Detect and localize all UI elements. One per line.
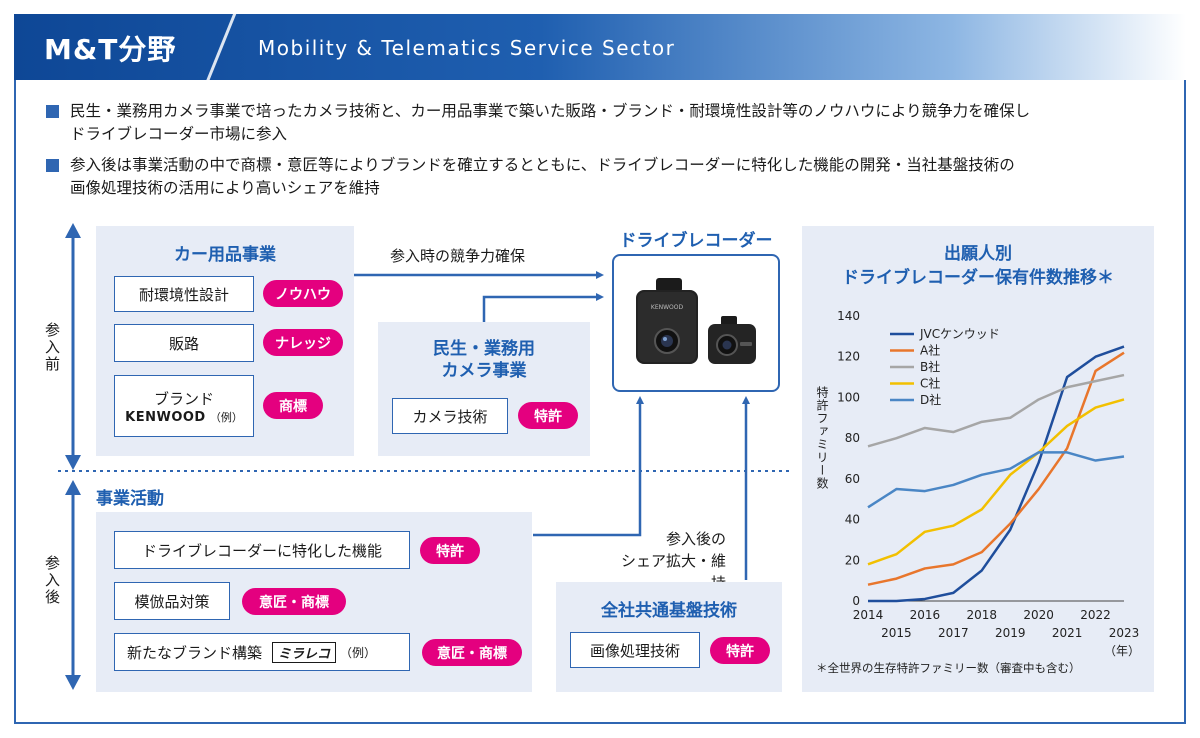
- x-tick-label: 2014: [853, 608, 884, 622]
- tag-badge: 特許: [420, 537, 480, 564]
- y-tick-label: 80: [845, 431, 860, 445]
- line-chart: 0 20 40 60 80 100 120 140 2014 2016 2018 2020 2022 20…: [815, 309, 1140, 675]
- car-goods-panel: カー用品事業 耐環境性設計 ノウハウ 販路 ナレッジ ブランド KENWOOD …: [96, 226, 354, 456]
- panel-title: カー用品事業: [174, 245, 276, 265]
- x-unit-label: （年）: [1104, 644, 1140, 658]
- item-box-brand: ブランド KENWOOD （例）: [114, 375, 254, 437]
- tag-badge: ノウハウ: [263, 280, 343, 307]
- axis-label-before: 参入前: [43, 322, 61, 373]
- x-tick-label: 2019: [995, 626, 1026, 640]
- x-tick-label: 2023: [1109, 626, 1140, 640]
- arrow-note-entry: 参入時の競争力確保: [390, 247, 526, 265]
- business-panel: ドライブレコーダーに特化した機能 特許 模倣品対策 意匠・商標 新たなブランド構…: [96, 512, 532, 692]
- camera-business-panel: 民生・業務用 カメラ事業 カメラ技術 特許: [378, 322, 590, 456]
- axis-label-after: 参入後: [43, 555, 61, 606]
- y-tick-label: 0: [852, 594, 860, 608]
- chart-panel: 出願人別 ドライブレコーダー保有件数推移＊ 0 20 40 60 80 100 120 140…: [802, 226, 1154, 692]
- panel-title: カメラ事業: [441, 361, 527, 381]
- legend-label: JVCケンウッド: [919, 327, 1000, 341]
- y-tick-label: 60: [845, 472, 860, 486]
- series-line: [867, 373, 1125, 448]
- dashcam-product-box: KENWOOD: [612, 254, 780, 392]
- example-note: （例）: [209, 410, 243, 424]
- x-tick-label: 2018: [967, 608, 998, 622]
- item-box: カメラ技術: [392, 398, 508, 434]
- arrow-camera-to-dashcam: [482, 293, 604, 322]
- item-box: 耐環境性設計: [114, 276, 254, 312]
- item-box: ドライブレコーダーに特化した機能: [114, 531, 410, 569]
- arrow-note-after: 参入後の シェア拡大・維持: [620, 530, 726, 592]
- x-tick-label: 2022: [1080, 608, 1111, 622]
- y-tick-label: 20: [845, 553, 860, 567]
- series-line: [867, 398, 1125, 566]
- miraleco-logo: ミラレコ: [272, 641, 337, 663]
- business-title: 事業活動: [96, 489, 164, 509]
- example-note: （例）: [340, 645, 377, 660]
- page-title: M&T分野: [44, 33, 177, 66]
- y-tick-label: 100: [837, 390, 860, 404]
- device-brand-text: KENWOOD: [651, 304, 684, 311]
- legend-label: C社: [920, 376, 940, 391]
- kenwood-logo: KENWOOD: [125, 409, 206, 425]
- series-line: [868, 345, 1125, 603]
- chart-footnote: ＊全世界の生存特許ファミリー数（審査中も含む）: [816, 661, 1081, 675]
- y-tick-label: 120: [837, 350, 860, 364]
- y-axis-label: 特許ファミリー数: [815, 385, 829, 490]
- item-box: 画像処理技術: [570, 632, 700, 668]
- item-box: 販路: [114, 324, 254, 362]
- x-tick-label: 2021: [1052, 626, 1083, 640]
- y-tick-label: 40: [845, 513, 860, 527]
- dashcam-illustration: KENWOOD: [636, 278, 756, 364]
- bullet-square-icon: [46, 105, 59, 118]
- series-line: [867, 451, 1125, 509]
- legend-label: D社: [920, 392, 941, 407]
- chart-title: 出願人別: [944, 244, 1012, 264]
- common-tech-panel: 全社共通基盤技術 画像処理技術 特許: [556, 582, 782, 692]
- tag-badge: 意匠・商標: [242, 588, 346, 615]
- axis-before-arrow: [65, 223, 81, 470]
- item-box: 模倣品対策: [114, 582, 230, 620]
- tag-badge: 商標: [263, 392, 323, 419]
- x-tick-label: 2015: [881, 626, 912, 640]
- series-line: [867, 351, 1125, 586]
- legend-label: A社: [920, 343, 940, 358]
- chart-title: ドライブレコーダー保有件数推移＊: [842, 268, 1114, 288]
- item-label: ブランド: [153, 389, 214, 408]
- x-tick-label: 2017: [938, 626, 969, 640]
- legend-label: B社: [920, 359, 940, 374]
- item-label: 新たなブランド構築: [127, 643, 263, 662]
- arrow-business-to-dashcam: [533, 396, 644, 537]
- tag-badge: 特許: [710, 637, 770, 664]
- tag-badge: ナレッジ: [263, 329, 343, 356]
- bullet-line: ドライブレコーダー市場に参入: [70, 125, 288, 143]
- header-banner: M&T分野 Mobility & Telematics Service Sect…: [14, 14, 1186, 80]
- panel-title: 民生・業務用: [433, 339, 535, 359]
- bullet-line: 参入後は事業活動の中で商標・意匠等によりブランドを確立するとともに、ドライブレコ…: [70, 156, 1015, 174]
- bullet-line: 民生・業務用カメラ事業で培ったカメラ技術と、カー用品事業で築いた販路・ブランド・…: [70, 102, 1031, 120]
- dashcam-title: ドライブレコーダー: [619, 231, 773, 251]
- axis-after-arrow: [65, 480, 81, 690]
- bullet-line: 画像処理技術の活用により高いシェアを維持: [70, 179, 380, 197]
- x-tick-label: 2020: [1023, 608, 1054, 622]
- x-tick-label: 2016: [910, 608, 941, 622]
- y-tick-label: 140: [837, 309, 860, 323]
- bullet-square-icon: [46, 159, 59, 172]
- tag-badge: 特許: [518, 402, 578, 429]
- panel-title: 全社共通基盤技術: [601, 601, 737, 621]
- item-box-brand: 新たなブランド構築 ミラレコ （例）: [114, 633, 410, 671]
- page-subtitle: Mobility & Telematics Service Sector: [258, 36, 676, 60]
- tag-badge: 意匠・商標: [422, 639, 522, 666]
